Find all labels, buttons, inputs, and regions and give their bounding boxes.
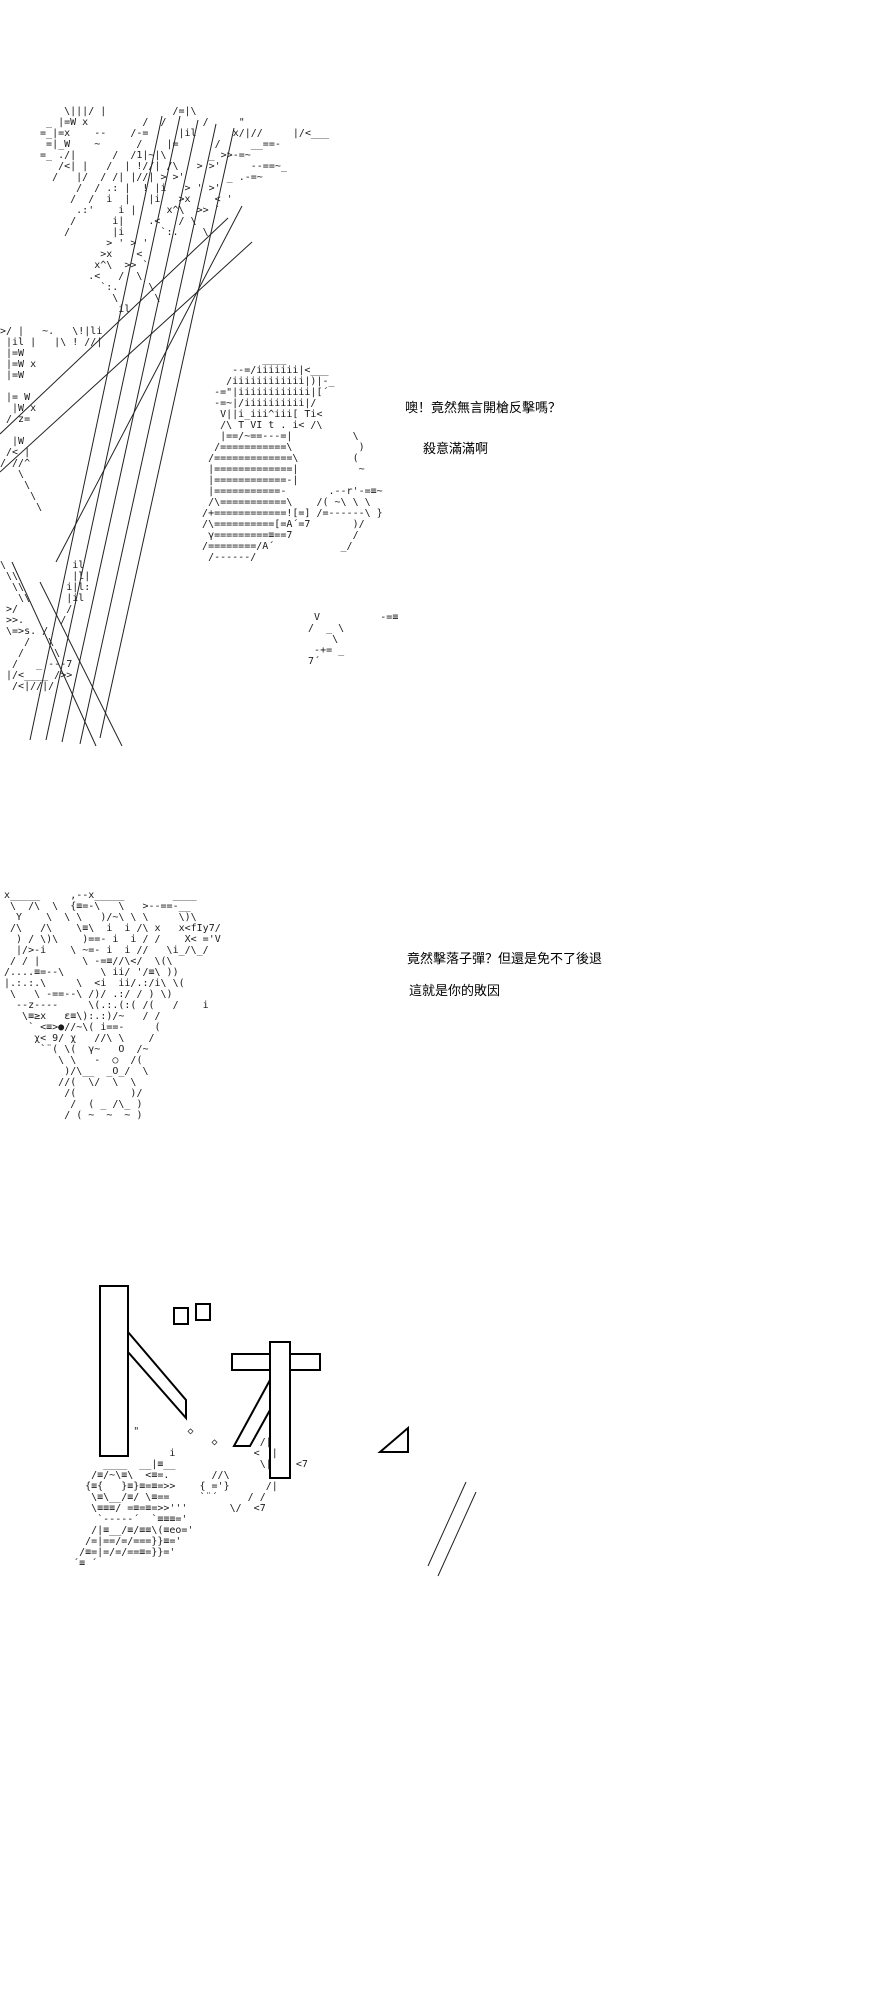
speed-line xyxy=(99,127,235,739)
dialogue-line: 竟然擊落子彈？但還是免不了後退 xyxy=(407,951,603,966)
speed-lines xyxy=(0,115,253,747)
debris-streak xyxy=(427,1481,467,1567)
speed-line xyxy=(0,241,253,473)
dialogue-line: 殺意滿滿啊 xyxy=(423,441,489,456)
dialogue-line: 這就是你的敗因 xyxy=(409,983,501,998)
aa-explosion-scene: x_____ ,--x_____ ____ \ /\ \ {≡=-\ \ >--… xyxy=(4,890,221,1121)
speed-line xyxy=(11,561,97,747)
debris-streak xyxy=(437,1491,477,1577)
aa-bottom-left: \ il \\ |l| \\ i|l: \\ |il >/ / >>. / \=… xyxy=(0,560,91,692)
speed-line xyxy=(39,581,123,747)
debris-triangle xyxy=(377,1425,409,1453)
sfx-glyph-do-stem xyxy=(99,1285,129,1457)
speed-line-group xyxy=(0,115,253,747)
sfx-dakuten-mark xyxy=(195,1303,211,1321)
speed-line xyxy=(55,205,243,563)
speed-line xyxy=(0,217,229,435)
aa-top-left-burst: \|||/ | /=|\ _ |=W x / / / " =_|=x -- /-… xyxy=(40,106,330,315)
aa-character-figure: ____ --=/iiiiiii|<___ /iiiiiiiiiiii|)|-_… xyxy=(202,354,383,563)
sfx-glyphs xyxy=(99,1285,477,1577)
speed-line xyxy=(45,115,181,741)
aa-left-column: >/ | ~. \!|li |il | |\ ! //| |=W |=W x |… xyxy=(0,326,103,513)
speed-line xyxy=(61,119,199,743)
sfx-glyph-o-leg xyxy=(232,1379,271,1447)
aa-debris-cloud: " ◇ ◇ /| i < | ____ __|≡__ \| <7 /≡/~\≡\… xyxy=(73,1426,308,1569)
sfx-glyph-do-diagonal xyxy=(127,1329,187,1421)
speed-line xyxy=(79,123,217,745)
dialogue-line: 噢！竟然無言開槍反擊嗎？ xyxy=(405,400,562,415)
sfx-dakuten-mark xyxy=(173,1307,189,1325)
aa-under-figure: V -=≡ / _ \ \ -+= _ 7´ xyxy=(308,612,399,667)
speed-line xyxy=(29,115,163,741)
